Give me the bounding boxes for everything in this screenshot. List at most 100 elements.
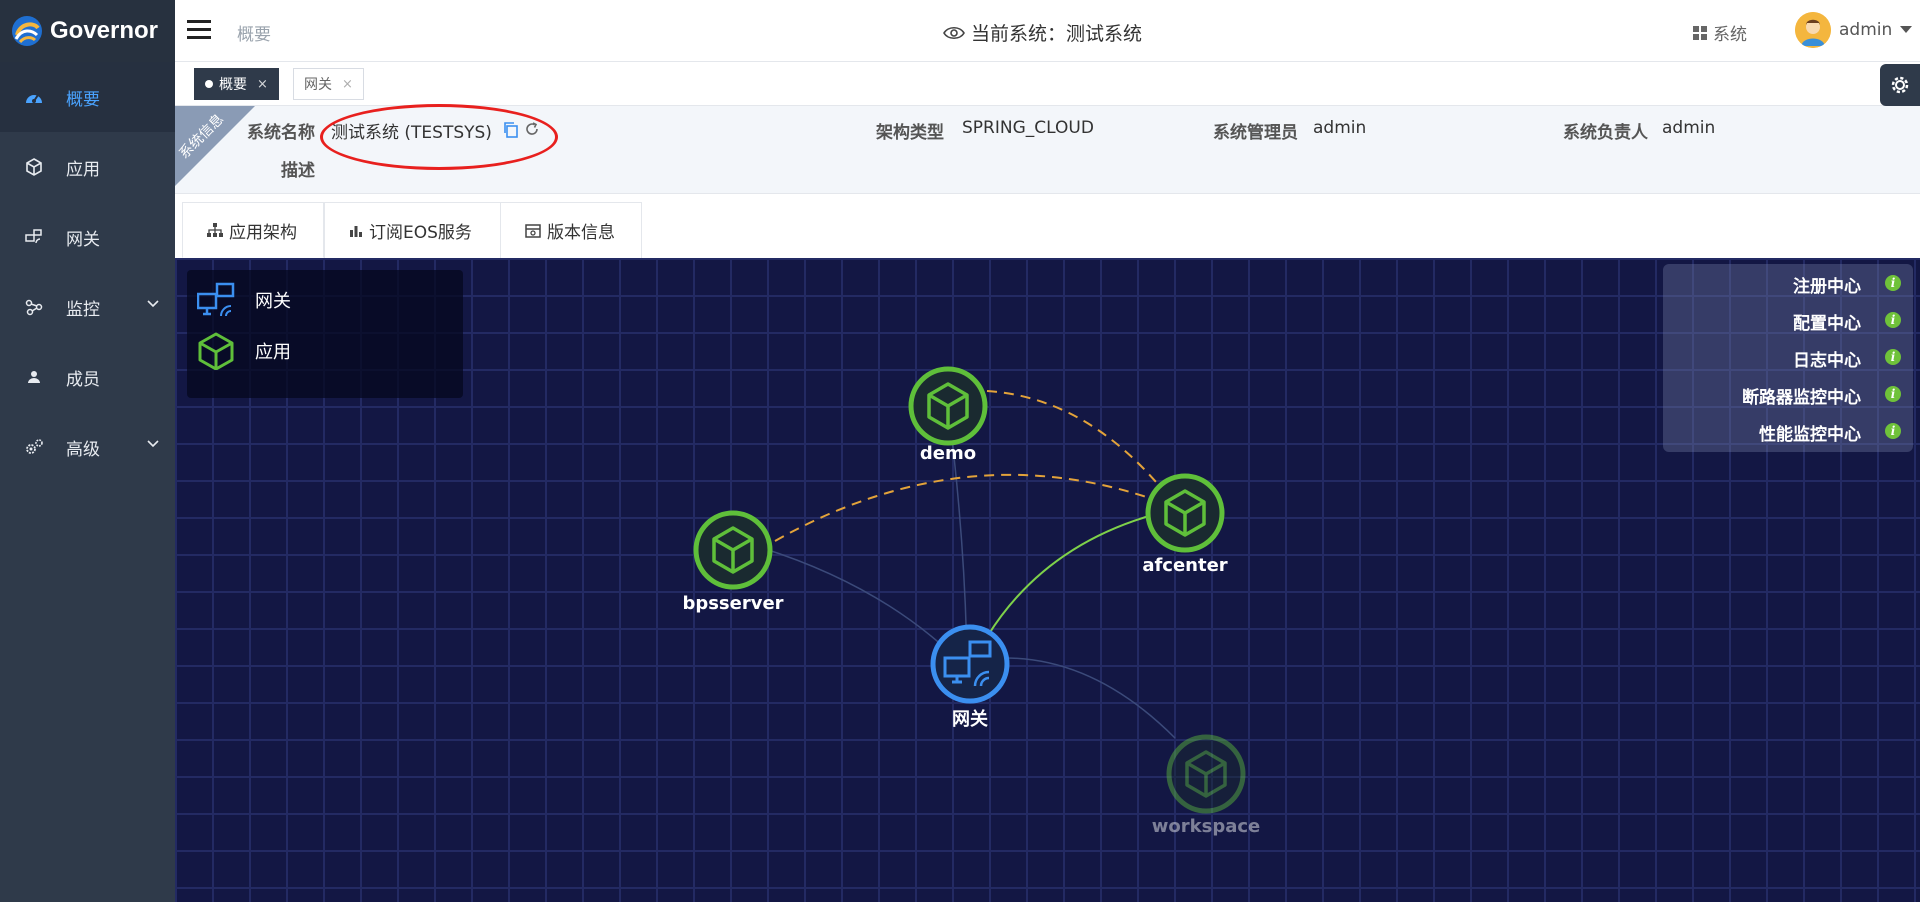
- sidebar-item-label: 高级: [66, 439, 100, 460]
- governor-logo-icon: [12, 16, 42, 46]
- tab-label: 订阅EOS服务: [369, 223, 472, 243]
- page-tab-label: 网关: [304, 77, 332, 93]
- close-icon[interactable]: ×: [257, 76, 268, 92]
- legend-label: 网关: [255, 291, 291, 312]
- cube-icon: [24, 157, 44, 177]
- sidebar-item-label: 成员: [66, 369, 100, 390]
- system-info-ribbon: [175, 106, 255, 186]
- node-demo[interactable]: [908, 366, 988, 446]
- center-label: 日志中心: [1793, 351, 1861, 371]
- gear-icon: [1891, 76, 1909, 94]
- arch-type-value: SPRING_CLOUD: [962, 118, 1094, 138]
- settings-button[interactable]: [1880, 64, 1920, 106]
- system-owner-value: admin: [1662, 118, 1716, 138]
- node-label-bpsserver: bpsserver: [682, 593, 784, 614]
- system-menu-button[interactable]: 系统: [1693, 20, 1747, 45]
- legend-item-gateway: 网关: [197, 282, 291, 318]
- hamburger-menu-icon[interactable]: [187, 18, 213, 42]
- system-admin-label: 系统管理员: [1213, 123, 1298, 143]
- node-workspace[interactable]: [1166, 734, 1246, 814]
- center-label: 注册中心: [1793, 277, 1861, 297]
- center-item-circuit-breaker[interactable]: 断路器监控中心 i: [1663, 383, 1913, 411]
- legend-label: 应用: [255, 342, 291, 363]
- arch-type-label: 架构类型: [876, 123, 944, 143]
- page-tab-label: 概要: [219, 77, 247, 93]
- bar-chart-icon: [350, 225, 362, 237]
- tab-version-info[interactable]: 版本信息: [500, 202, 642, 258]
- topology-canvas[interactable]: demo afcenter bpsserver 网关 workspace 网关 …: [175, 258, 1920, 902]
- node-label-workspace: workspace: [1151, 816, 1261, 837]
- sidebar-item-gateway[interactable]: 网关: [0, 202, 175, 272]
- sidebar-item-apps[interactable]: 应用: [0, 132, 175, 202]
- eye-icon: [943, 26, 965, 39]
- info-icon: i: [1885, 423, 1901, 439]
- user-menu[interactable]: admin: [1795, 12, 1913, 48]
- node-label-demo: demo: [919, 443, 977, 464]
- legend-item-app: 应用: [197, 332, 291, 370]
- sidebar-item-monitor[interactable]: 监控: [0, 272, 175, 342]
- current-system-text: 当前系统：测试系统: [971, 23, 1143, 45]
- sidebar-item-members[interactable]: 成员: [0, 342, 175, 412]
- active-dot: [205, 80, 213, 88]
- system-admin-value: admin: [1313, 118, 1367, 138]
- node-bpsserver[interactable]: [693, 510, 773, 590]
- sidebar-item-label: 应用: [66, 159, 100, 180]
- sitemap-icon: [207, 223, 223, 237]
- chevron-down-icon: [147, 440, 159, 448]
- sidebar-item-label: 监控: [66, 299, 100, 320]
- system-owner-label: 系统负责人: [1563, 123, 1648, 143]
- sidebar-item-label: 网关: [66, 229, 100, 250]
- tab-subscribe-eos[interactable]: 订阅EOS服务: [324, 202, 506, 258]
- sub-tabs-bar: 应用架构 订阅EOS服务 版本信息: [175, 194, 1920, 258]
- system-name-label: 系统名称: [247, 123, 315, 143]
- sidebar-item-advanced[interactable]: 高级: [0, 412, 175, 482]
- brand-name: Governor: [50, 17, 159, 44]
- center-item-log[interactable]: 日志中心 i: [1663, 346, 1913, 374]
- info-icon: i: [1885, 386, 1901, 402]
- center-label: 断路器监控中心: [1742, 388, 1861, 408]
- centers-panel: 注册中心 i 配置中心 i 日志中心 i 断路器监控中心 i 性能监控中心 i: [1663, 264, 1913, 452]
- caret-down-icon: [1900, 26, 1913, 33]
- node-afcenter[interactable]: [1145, 473, 1225, 553]
- node-label-gateway: 网关: [952, 709, 988, 730]
- page-tab-overview[interactable]: 概要 ×: [194, 68, 279, 100]
- settings-gears-icon: [24, 437, 44, 457]
- description-label: 描述: [281, 161, 315, 181]
- tab-app-architecture[interactable]: 应用架构: [182, 202, 324, 258]
- info-icon: i: [1885, 275, 1901, 291]
- tab-label: 应用架构: [229, 222, 297, 243]
- sidebar-item-overview[interactable]: 概要: [0, 62, 175, 132]
- link-gateway-afcenter: [972, 507, 1182, 663]
- top-bar: 概要 当前系统：测试系统 系统 admin: [175, 0, 1920, 62]
- breadcrumb[interactable]: 概要: [237, 25, 271, 45]
- sidebar: Governor 概要 应用 网关 监控 成员 高级: [0, 0, 175, 902]
- monitor-icon: [24, 297, 44, 317]
- sidebar-item-label: 概要: [66, 89, 100, 110]
- tab-label: 版本信息: [547, 223, 615, 243]
- user-name: admin: [1839, 20, 1893, 40]
- link-demo-afcenter: [986, 390, 1178, 509]
- center-item-performance[interactable]: 性能监控中心 i: [1663, 420, 1913, 448]
- brand[interactable]: Governor: [0, 0, 175, 62]
- gateway-icon: [24, 227, 44, 247]
- chevron-down-icon: [147, 300, 159, 308]
- close-icon[interactable]: ×: [342, 76, 353, 92]
- gateway-node-icon: [197, 282, 235, 317]
- user-icon: [24, 367, 44, 387]
- center-item-registry[interactable]: 注册中心 i: [1663, 272, 1913, 300]
- package-icon: [525, 223, 541, 238]
- avatar: [1795, 12, 1831, 48]
- link-bpsserver-afcenter: [774, 473, 1178, 542]
- system-menu-label: 系统: [1713, 25, 1747, 45]
- center-item-config[interactable]: 配置中心 i: [1663, 309, 1913, 337]
- grid-icon: [1693, 25, 1707, 40]
- info-icon: i: [1885, 312, 1901, 328]
- topology-links: [693, 366, 1246, 814]
- info-icon: i: [1885, 349, 1901, 365]
- dashboard-icon: [24, 87, 44, 107]
- center-label: 性能监控中心: [1759, 425, 1861, 445]
- page-tabs-bar: 概要 × 网关 ×: [175, 62, 1920, 106]
- node-gateway[interactable]: [930, 624, 1010, 704]
- highlight-annotation: [320, 104, 558, 170]
- page-tab-gateway[interactable]: 网关 ×: [293, 68, 364, 100]
